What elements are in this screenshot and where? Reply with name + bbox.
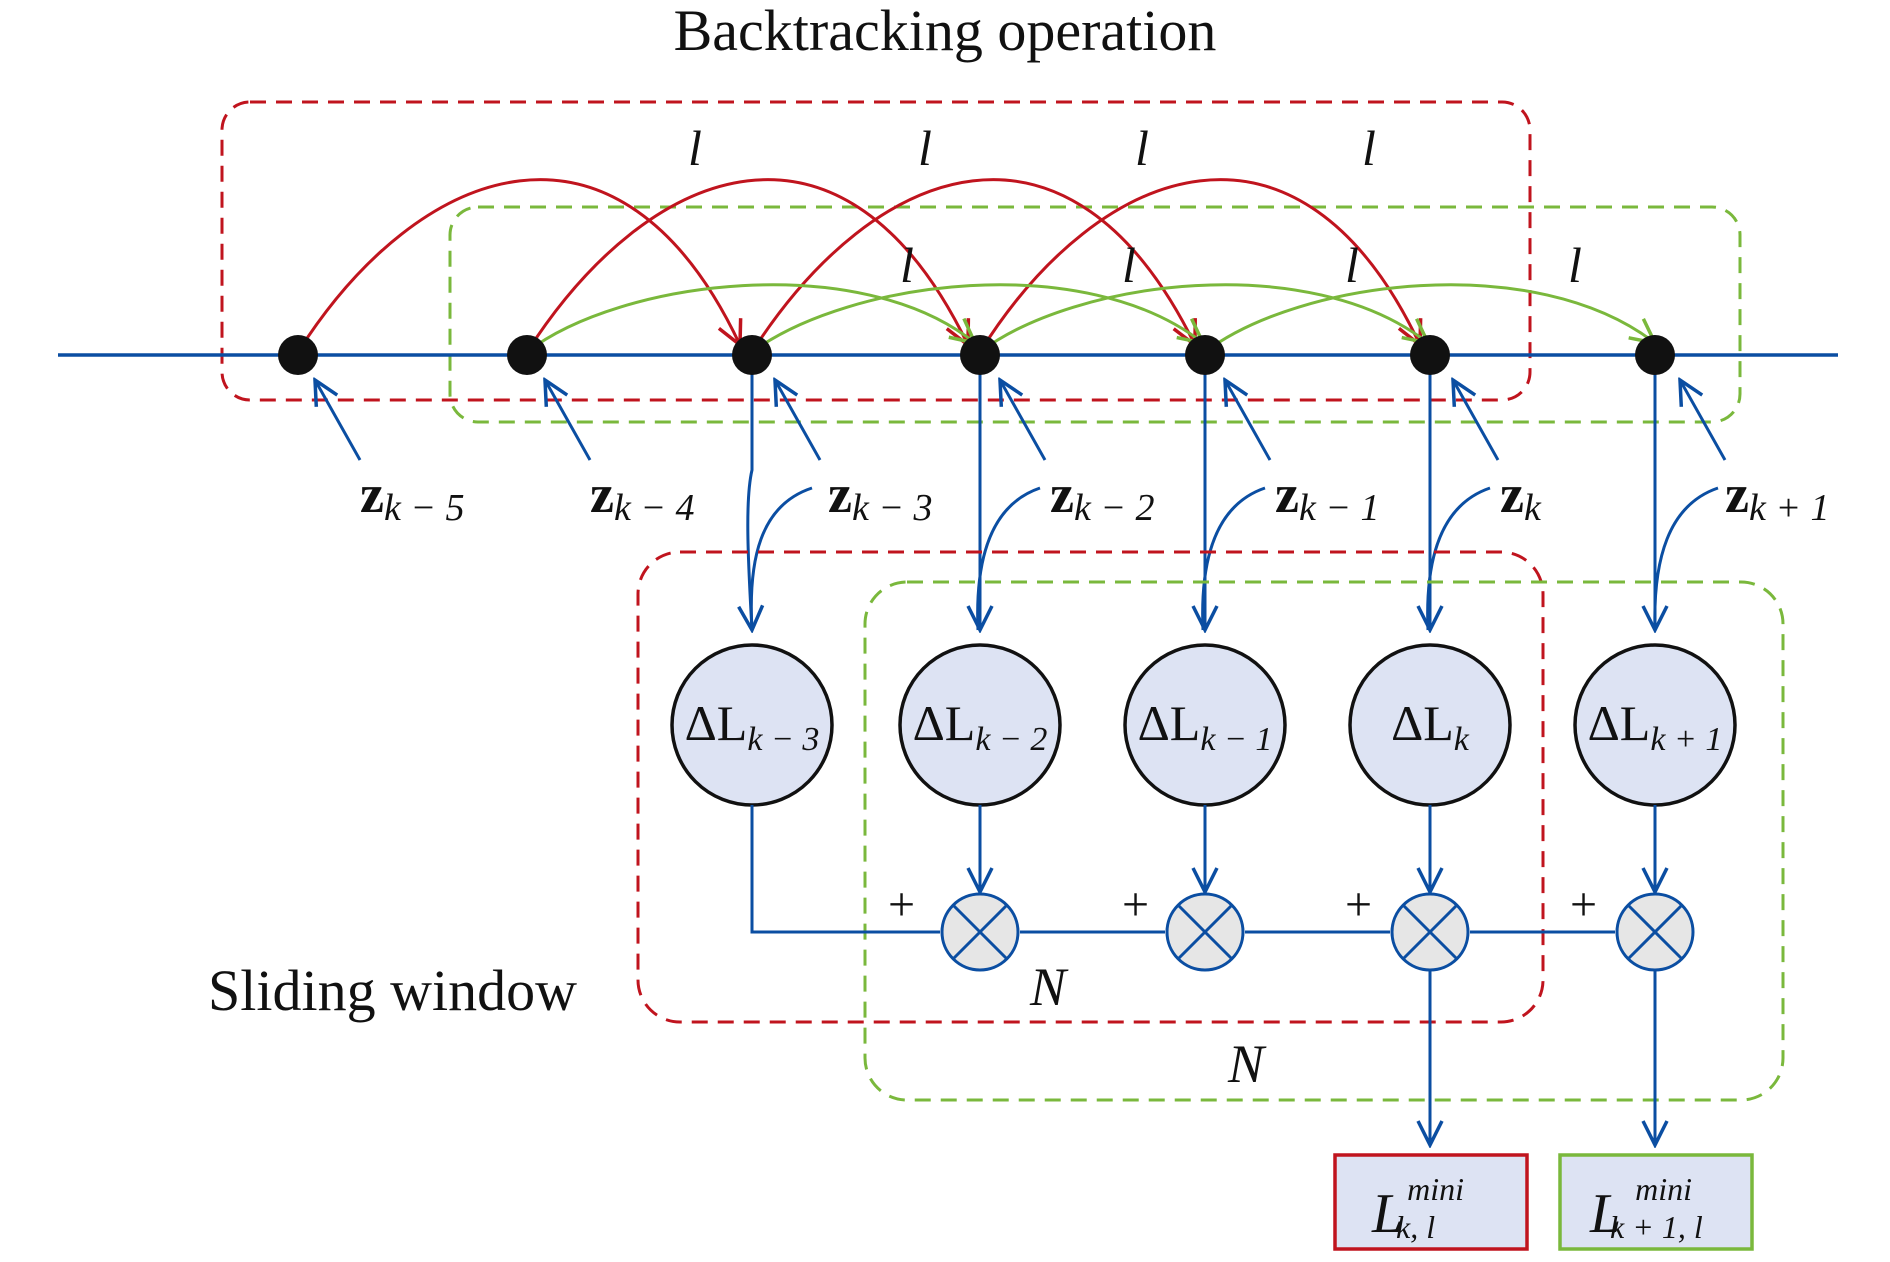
- lag-label: l: [1135, 120, 1149, 176]
- increment-label: ΔLk − 1: [1138, 695, 1273, 758]
- lag-label: l: [1345, 237, 1359, 293]
- backtracking-window-green: [448, 205, 1742, 424]
- output-box-red: [1333, 1153, 1529, 1251]
- output-box-green: [1558, 1153, 1754, 1251]
- sum-nodes: [940, 892, 1695, 972]
- observation-label: zk − 2: [1050, 464, 1154, 529]
- lag-label: l: [918, 120, 932, 176]
- z-feed-arrows: [749, 486, 1719, 631]
- plus-sign: +: [1570, 878, 1597, 931]
- increment-label: ΔLk: [1391, 695, 1470, 758]
- window-size-red: N: [1029, 957, 1069, 1017]
- observation-label: zk − 3: [828, 464, 932, 529]
- plus-sign: +: [1345, 878, 1372, 931]
- backtracking-window-red: [220, 100, 1532, 402]
- observation-label: zk − 4: [590, 464, 694, 529]
- timeline-dots: [278, 335, 1675, 375]
- sliding-window-label: Sliding window: [208, 958, 577, 1023]
- lag-label: l: [688, 120, 702, 176]
- lag-label: l: [900, 237, 914, 293]
- observation-label: zk: [1500, 464, 1542, 529]
- lag-label: l: [1122, 237, 1136, 293]
- observation-arrows: [315, 380, 1727, 461]
- node-to-sum-arrows: [980, 805, 1655, 892]
- lag-label: l: [1568, 237, 1582, 293]
- red-arcs: [296, 178, 1420, 353]
- summation-chain: [750, 805, 1615, 934]
- observation-label: zk − 1: [1275, 464, 1379, 529]
- lag-label: l: [1362, 120, 1376, 176]
- observation-label: zk − 5: [360, 464, 464, 529]
- green-arcs: [526, 283, 1655, 354]
- plus-sign: +: [888, 878, 915, 931]
- increment-label: ΔLk − 2: [913, 695, 1048, 758]
- sliding-window-green: [863, 580, 1785, 1102]
- sliding-window-red: [636, 550, 1545, 1024]
- increment-label: ΔLk − 3: [685, 695, 820, 758]
- observation-label: zk + 1: [1725, 464, 1829, 529]
- plus-sign: +: [1122, 878, 1149, 931]
- window-size-green: N: [1227, 1034, 1267, 1094]
- title: Backtracking operation: [674, 0, 1217, 63]
- increment-label: ΔLk + 1: [1588, 695, 1723, 758]
